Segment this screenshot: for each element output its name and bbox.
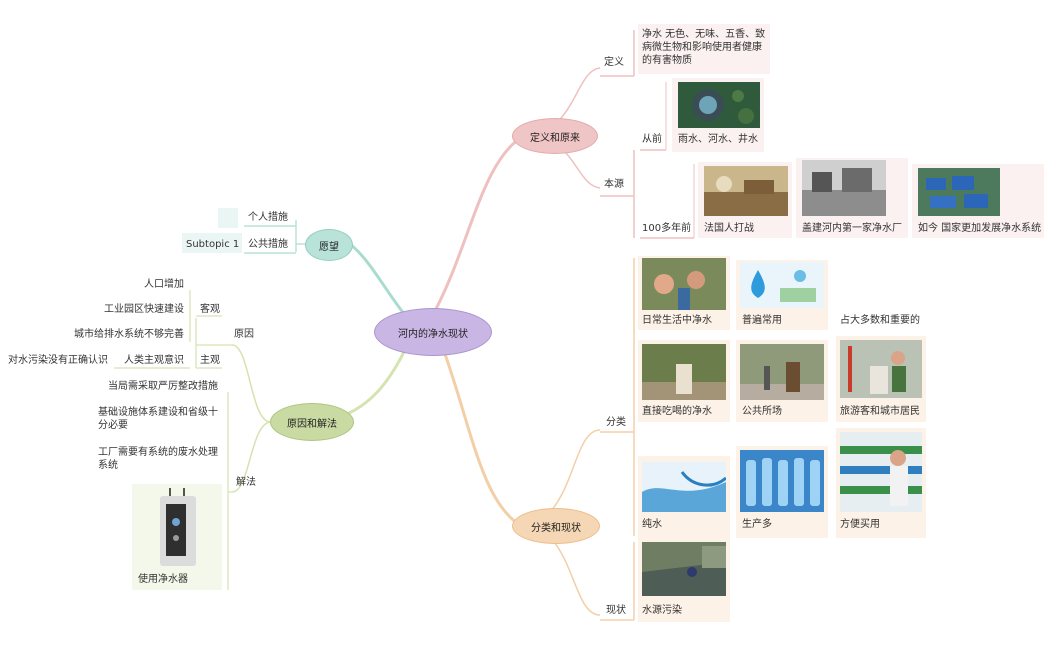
node-pollution[interactable]: 水源污染 <box>642 605 682 616</box>
node-status-label[interactable]: 现状 <box>606 605 626 616</box>
node-infra[interactable]: 基础设施体系建设和省级十分必要 <box>98 407 218 431</box>
node-definition-label[interactable]: 定义 <box>604 57 624 68</box>
node-now-label[interactable]: 如今 国家更加发展净水系统 <box>918 223 1042 234</box>
node-class-label[interactable]: 分类 <box>606 417 626 428</box>
branch-definition[interactable]: 定义和原来 <box>512 118 598 154</box>
first-plant-image <box>802 160 886 216</box>
modern-plant-image <box>918 168 1000 216</box>
node-drink[interactable]: 直接吃喝的净水 <box>642 406 712 417</box>
node-subtopic[interactable]: Subtopic 1 <box>186 239 240 250</box>
node-awareness[interactable]: 对水污染没有正确认识 <box>8 355 108 366</box>
node-definition-text-bg <box>638 24 770 74</box>
node-industrial[interactable]: 工业园区快速建设 <box>104 304 184 315</box>
node-origin-label[interactable]: 本源 <box>604 179 624 190</box>
lake-aerial-image <box>678 82 760 128</box>
node-before-text[interactable]: 雨水、河水、井水 <box>678 134 758 145</box>
node-personal-measures[interactable]: 个人措施 <box>248 212 288 223</box>
water-cycle-image <box>740 262 824 308</box>
public-place-image <box>740 344 824 400</box>
node-definition-text[interactable]: 净水 无色、无味、五香、致病微生物和影响使用者健康的有害物质 <box>642 29 766 66</box>
polluted-water-image <box>642 542 726 596</box>
node-tourists[interactable]: 旅游客和城市居民 <box>840 406 920 417</box>
node-century-label[interactable]: 100多年前 <box>642 223 692 234</box>
branch-wish[interactable]: 愿望 <box>305 229 353 261</box>
node-public-measures[interactable]: 公共措施 <box>248 239 288 250</box>
node-plant-label[interactable]: 盖建河内第一家净水厂 <box>802 223 902 234</box>
node-drainage[interactable]: 城市给排水系统不够完善 <box>74 329 184 340</box>
central-topic-label: 河内的净水现状 <box>398 328 468 340</box>
node-buy[interactable]: 方便买用 <box>840 519 880 530</box>
node-strict[interactable]: 当局需采取严厉整改措施 <box>108 381 218 392</box>
node-public-place[interactable]: 公共所场 <box>742 406 782 417</box>
node-common[interactable]: 普遍常用 <box>742 315 782 326</box>
node-majority[interactable]: 占大多数和重要的 <box>840 315 920 326</box>
node-pure[interactable]: 纯水 <box>642 519 662 530</box>
branch-reasons[interactable]: 原因和解法 <box>270 403 354 441</box>
water-purifier-image <box>156 486 200 568</box>
node-daily[interactable]: 日常生活中净水 <box>642 315 712 326</box>
node-produce[interactable]: 生产多 <box>742 519 772 530</box>
node-before-label[interactable]: 从前 <box>642 134 662 145</box>
node-human[interactable]: 人类主观意识 <box>124 355 184 366</box>
daily-life-image <box>642 258 726 310</box>
node-population[interactable]: 人口增加 <box>144 279 184 290</box>
node-objective-label[interactable]: 客观 <box>200 304 220 315</box>
branch-classification[interactable]: 分类和现状 <box>512 508 600 544</box>
node-subjective-label[interactable]: 主观 <box>200 355 220 366</box>
node-factory[interactable]: 工厂需要有系统的废水处理系统 <box>98 447 218 471</box>
node-french-label[interactable]: 法国人打战 <box>704 223 754 234</box>
pure-water-image <box>642 462 726 512</box>
central-topic[interactable]: 河内的净水现状 <box>374 308 492 356</box>
node-cause-label[interactable]: 原因 <box>234 329 254 340</box>
french-war-image <box>704 166 788 216</box>
tourists-image <box>840 340 922 398</box>
drinking-fountain-image <box>642 344 726 400</box>
shop-shelf-image <box>840 432 922 512</box>
bottled-water-image <box>740 450 824 512</box>
node-purifier[interactable]: 使用净水器 <box>138 574 188 585</box>
node-solution-label[interactable]: 解法 <box>236 477 256 488</box>
